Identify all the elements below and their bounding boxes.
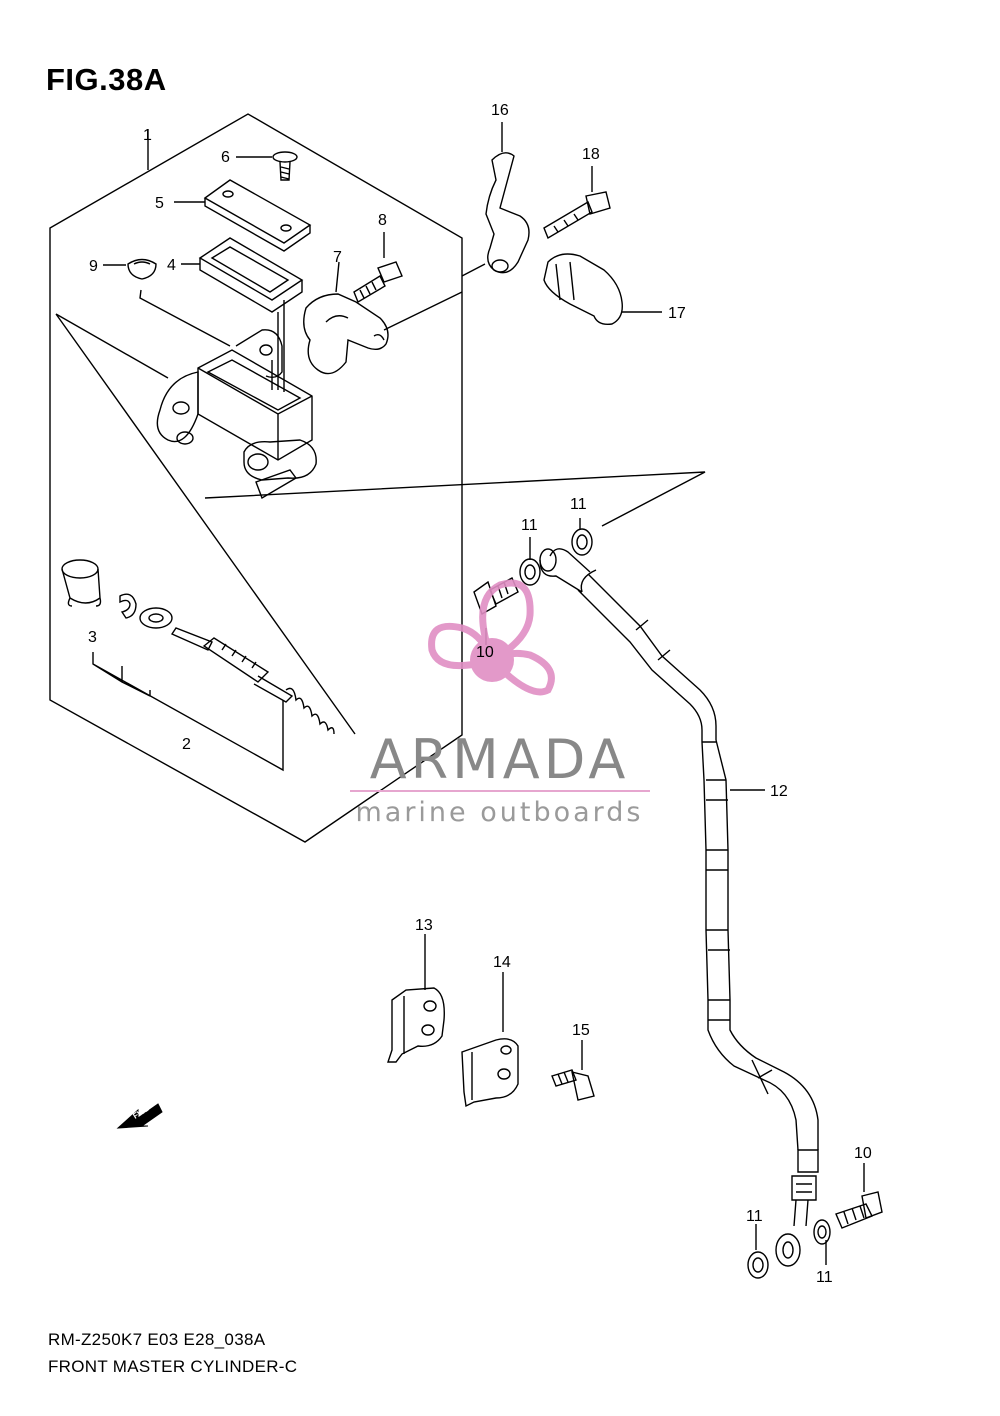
lever-boot-17	[543, 253, 623, 326]
callout-17: 17	[668, 305, 686, 322]
bolt-8	[353, 261, 403, 304]
armada-propeller-logo	[428, 579, 555, 696]
lever-16	[485, 152, 530, 274]
figure-title: FIG.38A	[46, 62, 167, 97]
washer-11-b	[571, 528, 593, 556]
leader-lines	[139, 129, 486, 347]
washer-11-a	[519, 558, 541, 586]
lower-banjo	[775, 1233, 801, 1267]
callout-2: 2	[182, 736, 191, 753]
callout-10-a: 10	[476, 644, 494, 661]
callout-15: 15	[572, 1022, 590, 1039]
callout-11-b: 11	[521, 517, 538, 534]
clamp-7	[303, 293, 389, 375]
callout-16: 16	[491, 102, 509, 119]
callout-12: 12	[770, 783, 788, 800]
callout-4: 4	[167, 257, 176, 274]
plug-9	[127, 258, 157, 280]
washer	[139, 607, 173, 629]
watermark-rule	[350, 790, 650, 792]
brake-hose-12	[539, 548, 819, 1227]
callout-11-c: 11	[746, 1208, 763, 1225]
callout-9: 9	[89, 258, 98, 275]
boot-3	[61, 559, 102, 607]
piston	[170, 627, 294, 703]
callout-11-a: 11	[570, 496, 587, 513]
callout-5: 5	[155, 195, 164, 212]
master-cylinder-body	[156, 300, 317, 500]
watermark-tagline: marine outboards	[355, 797, 644, 828]
hose-guide-14	[461, 1038, 519, 1108]
bolt-15	[551, 1069, 595, 1101]
leader-triangle	[55, 313, 706, 735]
callout-3: 3	[88, 629, 97, 646]
callout-7: 7	[333, 249, 342, 266]
callout-8: 8	[378, 212, 387, 229]
callout-13: 13	[415, 917, 433, 934]
callout-14: 14	[493, 954, 511, 971]
washer-11-c	[747, 1251, 769, 1279]
callout-1: 1	[143, 127, 152, 144]
kit-bracket	[92, 652, 284, 772]
callout-18: 18	[582, 146, 600, 163]
washer-11-d	[813, 1219, 831, 1245]
callout-10-b: 10	[854, 1145, 872, 1162]
reservoir-cover-5	[203, 179, 312, 252]
assembly-box	[49, 113, 463, 843]
callout-11-d: 11	[816, 1269, 833, 1286]
spring	[285, 687, 335, 735]
watermark-brand: ARMADA	[369, 728, 630, 791]
circlip	[119, 593, 137, 619]
banjo-bolt-10-bottom	[835, 1191, 883, 1229]
footer-model-line: RM-Z250K7 E03 E28_038A	[48, 1330, 266, 1349]
fwd-arrow-icon: FWD	[116, 1103, 163, 1129]
callout-6: 6	[221, 149, 230, 166]
cap-screw-6	[272, 151, 298, 181]
bolt-18	[543, 191, 611, 240]
footer-caption: FRONT MASTER CYLINDER-C	[48, 1357, 298, 1376]
hose-guide-13	[387, 987, 445, 1063]
diaphragm-4	[198, 237, 304, 313]
